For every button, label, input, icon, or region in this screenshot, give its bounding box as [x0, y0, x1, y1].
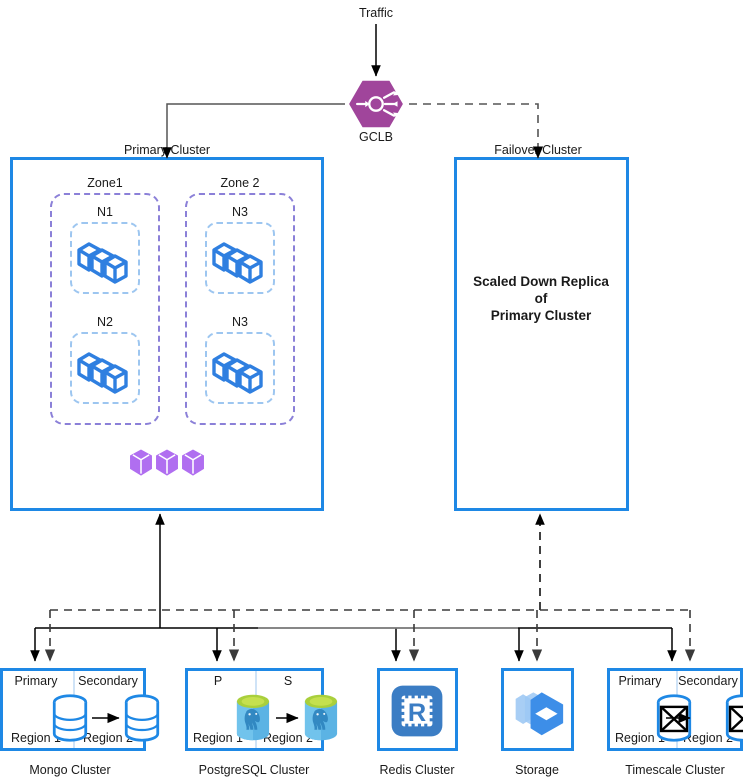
- primary-cluster-label: Primary Cluster: [123, 143, 211, 157]
- timescale-cluster-caption: Timescale Cluster: [625, 763, 725, 777]
- mongo-cluster-caption: Mongo Cluster: [29, 763, 111, 777]
- mongo-left-role: Primary: [14, 674, 58, 688]
- failover-cluster-label: Failover Cluster: [494, 143, 582, 157]
- node-label-z1-n1: N1: [97, 205, 113, 219]
- redis-cluster-caption: Redis Cluster: [379, 763, 455, 777]
- timescale-left-region: Region 1: [614, 731, 666, 745]
- zone-box-zone1[interactable]: [50, 193, 160, 425]
- node-box-z2-n3b[interactable]: [205, 332, 275, 404]
- mongo-right-region: Region 2: [82, 731, 134, 745]
- redis-cluster-box[interactable]: [377, 668, 458, 751]
- node-box-z1-n1[interactable]: [70, 222, 140, 294]
- postgres-right-region: Region 2: [262, 731, 314, 745]
- mongo-right-role: Secondary: [78, 674, 138, 688]
- postgres-left-role: P: [213, 674, 223, 688]
- postgres-right-role: S: [283, 674, 293, 688]
- node-label-z2-n3b: N3: [232, 315, 248, 329]
- postgres-left-region: Region 1: [192, 731, 244, 745]
- timescale-left-role: Primary: [618, 674, 662, 688]
- timescale-right-region: Region 2: [682, 731, 734, 745]
- node-box-z2-n3a[interactable]: [205, 222, 275, 294]
- storage-caption: Storage: [515, 763, 559, 777]
- zone-box-zone2[interactable]: [185, 193, 295, 425]
- node-label-z1-n2: N2: [97, 315, 113, 329]
- gclb-label: GCLB: [358, 130, 394, 144]
- failover-body-line-1: Scaled Down Replica: [473, 274, 609, 289]
- load-balancer-icon[interactable]: [347, 79, 405, 129]
- node-label-z2-n3a: N3: [232, 205, 248, 219]
- node-box-z1-n2[interactable]: [70, 332, 140, 404]
- failover-body-line-2: of: [534, 291, 548, 306]
- mongo-left-region: Region 1: [10, 731, 62, 745]
- postgres-cluster-caption: PostgreSQL Cluster: [198, 763, 310, 777]
- timescale-right-role: Secondary: [678, 674, 738, 688]
- storage-box[interactable]: [501, 668, 574, 751]
- zone-label-zone2: Zone 2: [220, 176, 260, 190]
- failover-body-line-3: Primary Cluster: [490, 308, 592, 323]
- zone-label-zone1: Zone1: [87, 176, 123, 190]
- traffic-label: Traffic: [358, 6, 394, 20]
- failover-cluster-box[interactable]: [454, 157, 629, 511]
